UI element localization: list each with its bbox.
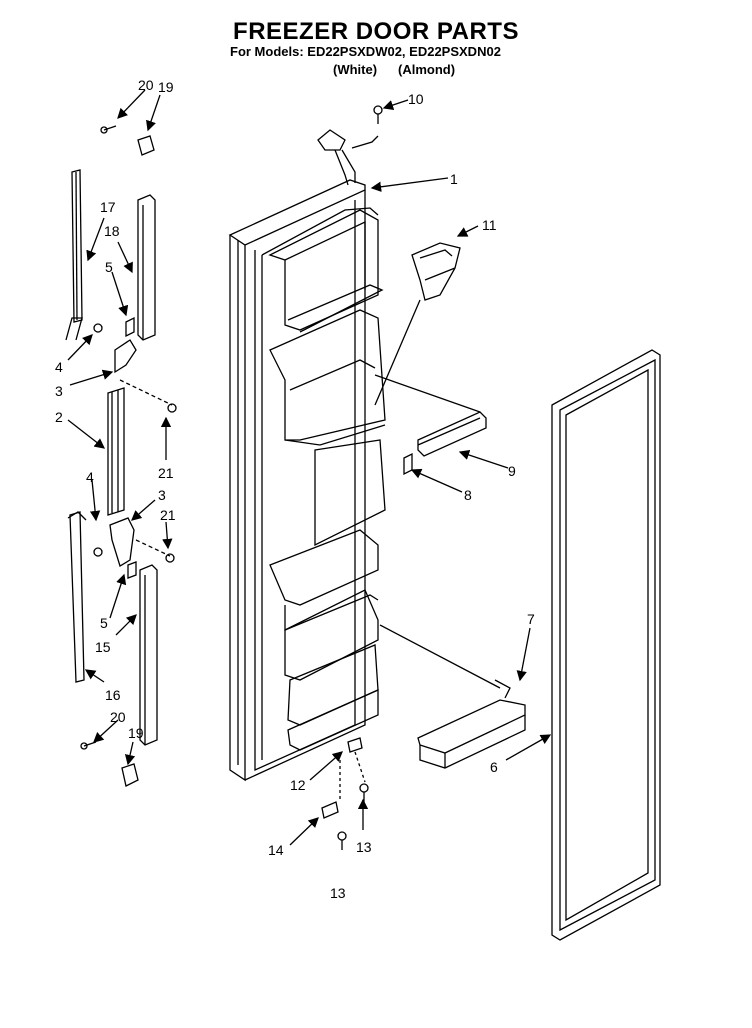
screw-10-icon	[373, 105, 383, 124]
callout-19-top: 19	[158, 79, 174, 95]
callout-5-lower: 5	[100, 615, 108, 631]
callout-19-bottom: 19	[128, 725, 144, 741]
callout-5-upper: 5	[105, 259, 113, 275]
callout-16: 16	[105, 687, 121, 703]
callout-14: 14	[268, 842, 284, 858]
callout-17: 17	[100, 199, 116, 215]
callout-4-lower: 4	[86, 469, 94, 485]
callout-6: 6	[490, 759, 498, 775]
callout-18: 18	[104, 223, 120, 239]
callout-numbers: 1 2 3 3 4 4 5 5 6 7 8 9 10 11 12 13 13 1…	[55, 77, 535, 901]
color-label-white: (White)	[333, 62, 378, 77]
callout-10: 10	[408, 91, 424, 107]
model-numbers: For Models: ED22PSXDW02, ED22PSXDN02	[230, 44, 501, 59]
callout-20-top: 20	[138, 77, 154, 93]
door-gasket	[551, 349, 661, 941]
callout-9: 9	[508, 463, 516, 479]
bracket-8	[403, 452, 413, 476]
callout-3-lower: 3	[158, 487, 166, 503]
callout-leaders	[67, 89, 552, 846]
callout-7: 7	[527, 611, 535, 627]
callout-21-lower: 21	[160, 507, 176, 523]
diagram-title: FREEZER DOOR PARTS	[233, 18, 519, 45]
callout-4-upper: 4	[55, 359, 63, 375]
ice-chute	[374, 242, 461, 406]
callout-15: 15	[95, 639, 111, 655]
callout-13-right: 13	[356, 839, 372, 855]
hinge-assembly	[321, 737, 369, 850]
door-panel	[228, 129, 386, 782]
upper-handle-assembly	[65, 125, 177, 516]
lower-handle-assembly	[67, 511, 175, 787]
callout-3-upper: 3	[55, 383, 63, 399]
callout-12: 12	[290, 777, 306, 793]
callout-13-bottom: 13	[330, 885, 346, 901]
door-shelf-bar	[379, 624, 526, 769]
callout-2: 2	[55, 409, 63, 425]
callout-8: 8	[464, 487, 472, 503]
callout-11: 11	[482, 217, 497, 233]
color-label-almond: (Almond)	[398, 62, 456, 77]
callout-21-upper: 21	[158, 465, 174, 481]
callout-1: 1	[450, 171, 458, 187]
callout-20-bottom: 20	[110, 709, 126, 725]
trim-strip	[374, 374, 487, 457]
